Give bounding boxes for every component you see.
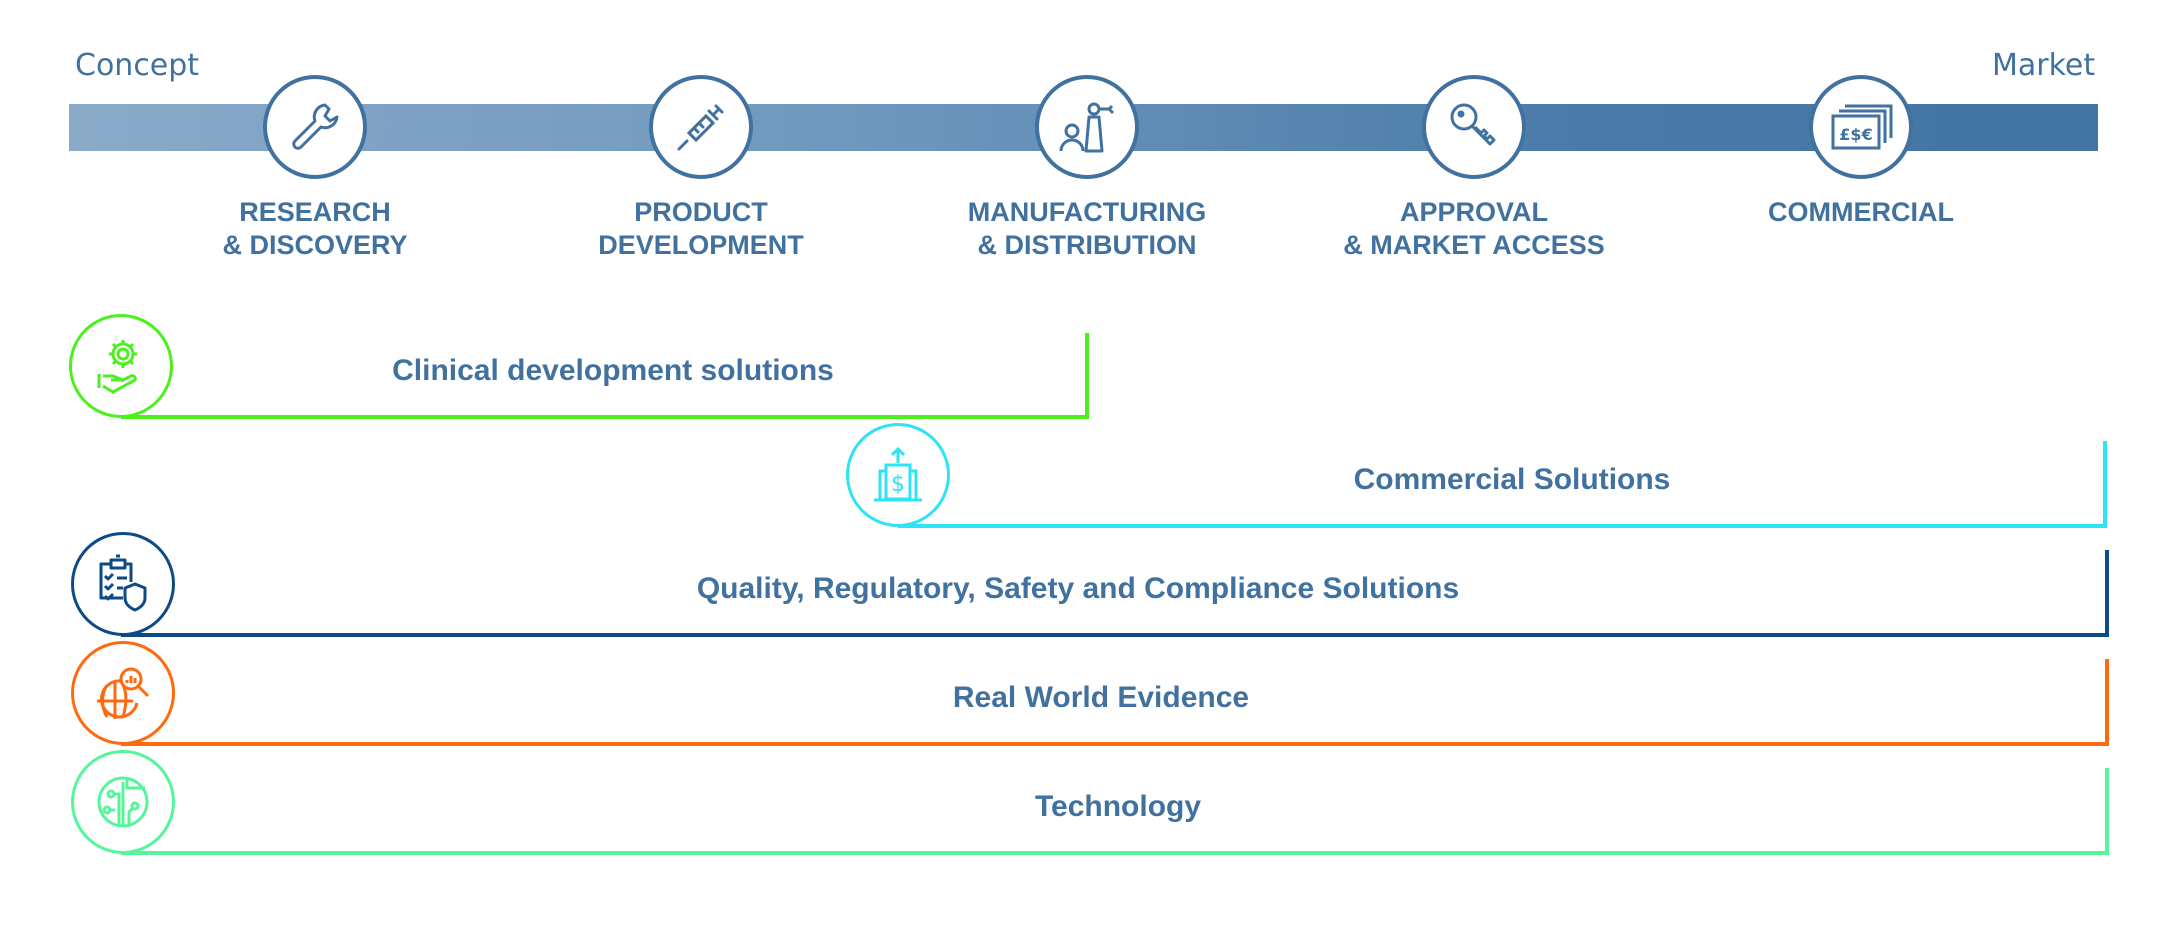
stage-label-commercial: COMMERCIAL: [1768, 197, 1954, 227]
clinical-solution-label: Clinical development solutions: [392, 354, 834, 387]
commercial-solution-badge: $: [846, 423, 950, 527]
technology-solution-underline: [121, 851, 2109, 855]
clipboard-shield-icon: [95, 554, 151, 614]
clinical-solution-underline: [121, 415, 1089, 419]
technology-solution-endcap: [2105, 768, 2109, 855]
commercial-solution-label: Commercial Solutions: [1353, 463, 1671, 496]
quality-solution-label: Quality, Regulatory, Safety and Complian…: [696, 572, 1460, 605]
robot-arm-worker-icon: [1056, 97, 1118, 157]
quality-solution-endcap: [2105, 550, 2109, 637]
rwe-solution-badge: [71, 641, 175, 745]
key-icon: [1444, 97, 1504, 157]
stage-label-approval: APPROVAL& MARKET ACCESS: [1343, 197, 1605, 260]
rwe-solution-label: Real World Evidence: [952, 681, 1250, 714]
market-label: Market: [1992, 48, 2096, 83]
clinical-solution-endcap: [1085, 333, 1089, 419]
stage-approval-market-access: [1422, 75, 1526, 179]
wrench-icon: [285, 97, 345, 157]
stage-commercial: £$€: [1809, 75, 1913, 179]
rwe-solution-underline: [121, 742, 2109, 746]
clinical-solution-badge: [69, 314, 173, 418]
currency-notes-icon: £$€: [1829, 102, 1893, 152]
stage-label-manufacturing: MANUFACTURING& DISTRIBUTION: [967, 197, 1207, 260]
concept-label: Concept: [75, 48, 200, 83]
building-dollar-growth-icon: $: [870, 445, 926, 505]
quality-solution-underline: [121, 633, 2109, 637]
technology-solution-label: Technology: [1034, 790, 1202, 823]
syringe-icon: [671, 97, 731, 157]
svg-text:$: $: [891, 472, 905, 497]
technology-solution-badge: [71, 750, 175, 854]
stage-product-development: [649, 75, 753, 179]
circuit-globe-icon: [93, 772, 153, 832]
globe-magnifier-icon: [93, 663, 153, 723]
commercial-solution-underline: [898, 524, 2107, 528]
rwe-solution-endcap: [2105, 659, 2109, 746]
gear-in-hand-icon: [93, 336, 149, 396]
stage-label-research: RESEARCH& DISCOVERY: [222, 197, 408, 260]
stage-manufacturing-distribution: [1035, 75, 1139, 179]
svg-text:£$€: £$€: [1839, 125, 1872, 144]
commercial-solution-endcap: [2103, 441, 2107, 528]
quality-solution-badge: [71, 532, 175, 636]
stage-research-discovery: [263, 75, 367, 179]
